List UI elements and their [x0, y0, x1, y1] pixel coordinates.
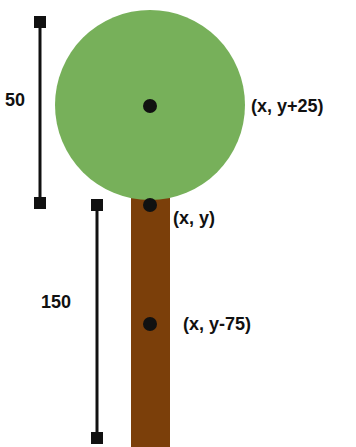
base-point: [143, 198, 157, 212]
center-point: [143, 99, 157, 113]
dimension-end: [34, 16, 46, 28]
coordinate-label: (x, y): [172, 208, 216, 228]
tree-crown: [55, 10, 245, 200]
dimension-end: [34, 197, 46, 209]
tree-trunk: [131, 198, 170, 447]
dimension-line: [39, 22, 42, 203]
dimension-label: 50: [4, 90, 26, 110]
coordinate-label: (x, y-75): [182, 314, 252, 334]
dimension-end: [91, 432, 103, 444]
coordinate-label: (x, y+25): [250, 96, 325, 116]
trunk-point: [143, 317, 157, 331]
dimension-line: [96, 205, 99, 438]
dimension-end: [91, 199, 103, 211]
dimension-label: 150: [40, 292, 72, 312]
